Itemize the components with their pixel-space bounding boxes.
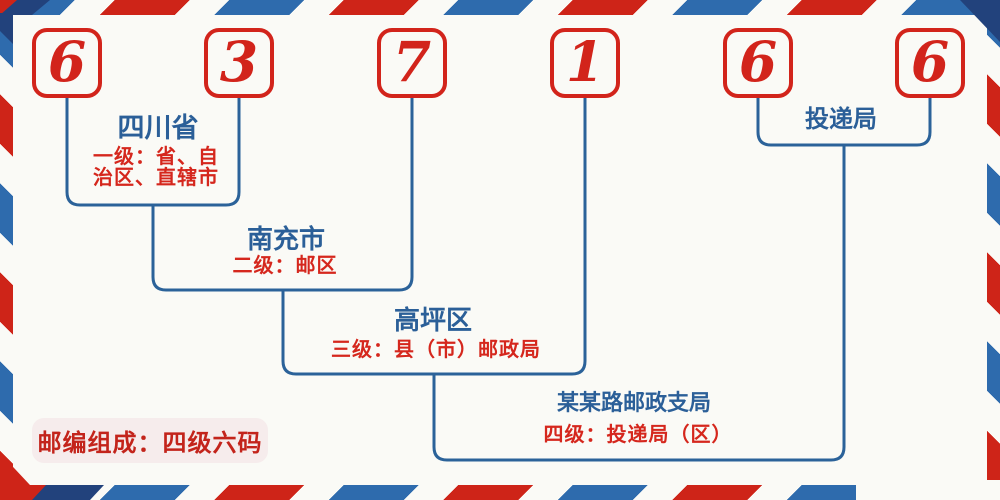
digit-box-5: 6 xyxy=(723,28,793,98)
digit-2: 3 xyxy=(219,28,259,94)
level1-desc-line2: 治区、直辖市 xyxy=(93,167,219,189)
footer-note-text: 邮编组成：四级六码 xyxy=(37,431,263,457)
delivery-office-label: 投递局 xyxy=(805,107,877,133)
level4-desc: 四级：投递局（区） xyxy=(543,424,733,446)
level2-place-name: 南充市 xyxy=(246,225,326,254)
digit-5: 6 xyxy=(738,28,778,94)
level4-place-name: 某某路邮政支局 xyxy=(556,390,712,415)
digit-box-4: 1 xyxy=(550,28,620,98)
level1-place-name: 四川省 xyxy=(117,113,199,143)
digit-box-6: 6 xyxy=(895,28,965,98)
digit-3: 7 xyxy=(392,28,432,94)
digit-6: 6 xyxy=(910,28,950,94)
level1-desc: 一级：省、自 治区、直辖市 xyxy=(93,147,219,189)
digit-box-3: 7 xyxy=(377,28,447,98)
bracket-level-4 xyxy=(432,145,846,462)
bracket-delivery-office xyxy=(756,97,932,147)
digit-1: 6 xyxy=(47,28,87,94)
footer-note-box: 邮编组成：四级六码 xyxy=(32,418,268,463)
digit-4: 1 xyxy=(565,28,605,94)
level1-desc-line1: 一级：省、自 xyxy=(93,146,219,168)
digit-box-1: 6 xyxy=(32,28,102,98)
level2-desc: 二级：邮区 xyxy=(232,255,338,277)
digit-box-2: 3 xyxy=(204,28,274,98)
level3-desc: 三级：县（市）邮政局 xyxy=(331,339,541,361)
level3-place-name: 高坪区 xyxy=(393,306,473,335)
